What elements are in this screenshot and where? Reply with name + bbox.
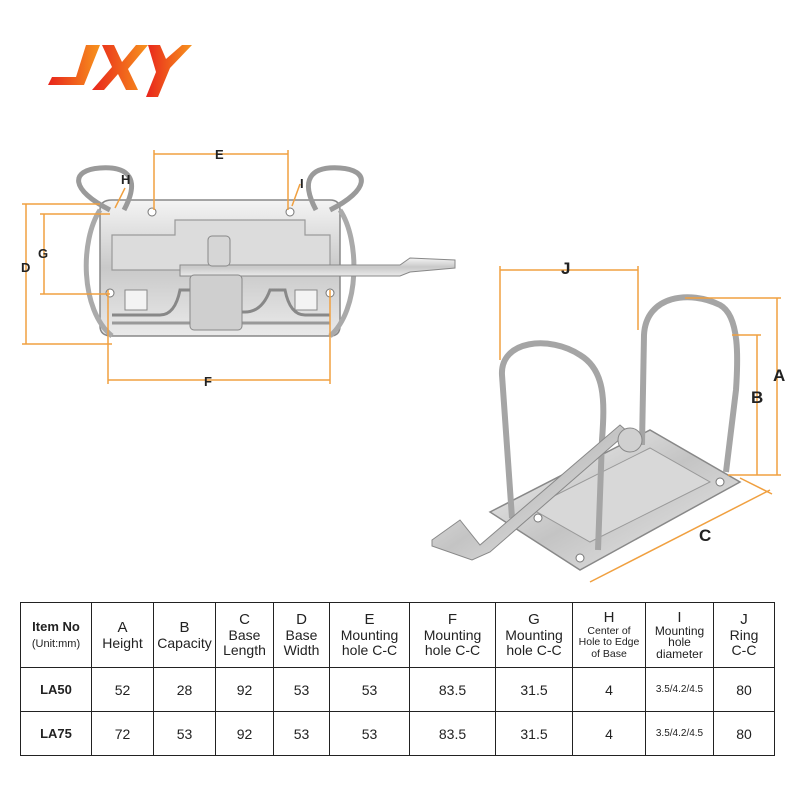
brand-logo <box>48 45 192 97</box>
header-text: hole C-C <box>506 642 562 658</box>
header-letter: D <box>296 611 307 628</box>
binder-perspective-diagram <box>431 266 781 583</box>
table-cell: 28 <box>153 667 216 712</box>
header-text: Height <box>102 634 143 651</box>
dim-label-a: A <box>773 366 786 385</box>
header-text: Mounting <box>340 627 399 643</box>
header-item-no: Item No (Unit:mm) <box>20 602 92 668</box>
item-no-cell: LA50 <box>20 667 92 712</box>
header-text: Ring <box>729 627 759 643</box>
header-letter: I <box>677 608 682 626</box>
header-text: Capacity <box>157 634 212 651</box>
header-text: Center of <box>587 624 631 637</box>
table-cell: 52 <box>91 667 154 712</box>
header-letter: J <box>740 611 748 628</box>
header-text: Base <box>228 627 261 643</box>
table-cell: 83.5 <box>409 711 496 756</box>
header-letter: C <box>239 611 250 628</box>
header-text: hole C-C <box>341 642 398 658</box>
header-text: diameter <box>656 646 703 661</box>
header-text: Mounting <box>423 627 482 643</box>
table-cell: 72 <box>91 711 154 756</box>
dim-label-i: I <box>300 176 304 191</box>
table-cell: 92 <box>215 711 274 756</box>
header-text: Mounting <box>654 623 705 638</box>
table-row: LA75 72 53 92 53 53 83.5 31.5 4 3.5/4.2/… <box>20 711 775 756</box>
header-letter: E <box>364 611 375 628</box>
binder-top-view-diagram <box>22 150 456 384</box>
header-letter: A <box>117 618 128 636</box>
table-cell: 4 <box>572 711 646 756</box>
dim-label-j: J <box>561 259 571 278</box>
table-cell: 80 <box>713 711 775 756</box>
table-cell: 53 <box>273 711 330 756</box>
dim-label-d: D <box>21 260 31 275</box>
header-text: Mounting <box>505 627 563 643</box>
header-text: Hole to Edge <box>578 636 640 649</box>
item-no-cell: LA75 <box>20 711 92 756</box>
header-text: C-C <box>731 642 757 658</box>
table-cell: 4 <box>572 667 646 712</box>
header-text: hole <box>668 635 691 650</box>
table-cell: 80 <box>713 667 775 712</box>
item-no-unit: (Unit:mm) <box>31 638 81 650</box>
table-cell: 83.5 <box>409 667 496 712</box>
header-letter: H <box>603 608 615 626</box>
header-text: of Base <box>591 647 627 660</box>
header-text: Width <box>283 642 320 658</box>
table-cell: 31.5 <box>495 667 573 712</box>
dim-label-g: G <box>38 246 49 261</box>
header-letter: G <box>528 611 540 628</box>
table-row: LA50 52 28 92 53 53 83.5 31.5 4 3.5/4.2/… <box>20 667 775 712</box>
header-text: Length <box>223 642 266 658</box>
table-cell: 53 <box>329 667 410 712</box>
table-cell: 53 <box>153 711 216 756</box>
table-cell: 53 <box>329 711 410 756</box>
header-letter: F <box>447 611 458 628</box>
dim-label-b: B <box>751 388 764 407</box>
dim-label-f: F <box>204 374 212 389</box>
item-no-title: Item No <box>32 619 80 634</box>
header-text: Base <box>285 627 318 643</box>
dim-label-h: H <box>121 172 131 187</box>
header-text: hole C-C <box>424 642 481 658</box>
table-cell: 3.5/4.2/4.5 <box>645 711 714 756</box>
table-cell: 53 <box>273 667 330 712</box>
table-cell: 3.5/4.2/4.5 <box>645 667 714 712</box>
dim-label-e: E <box>215 147 224 162</box>
table-cell: 92 <box>215 667 274 712</box>
header-letter: B <box>179 618 190 636</box>
dim-label-c: C <box>699 526 712 545</box>
table-cell: 31.5 <box>495 711 573 756</box>
